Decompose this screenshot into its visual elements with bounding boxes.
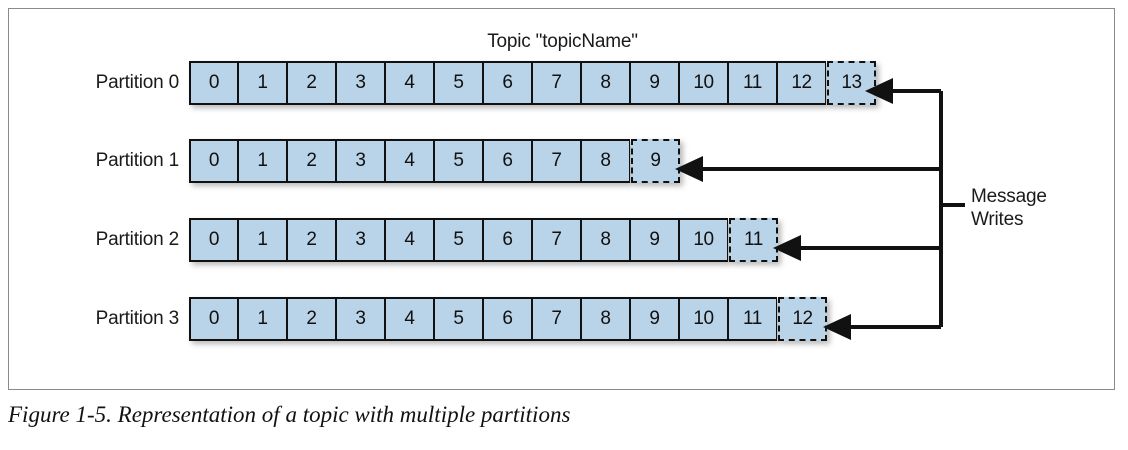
partition-3-message-cell: 4 [385,297,434,341]
partition-2-message-cell: 8 [581,218,630,262]
partition-2-message-cell: 10 [679,218,728,262]
partition-1-next-offset-cell: 9 [631,139,680,183]
arrowhead-partition-3 [823,314,851,340]
partition-3-message-cell: 6 [483,297,532,341]
partition-0-message-cell: 1 [238,61,287,105]
partition-1-message-cell: 1 [238,139,287,183]
message-writes-line-1: Message [971,186,1047,207]
partition-1-message-cell: 5 [434,139,483,183]
partition-0-message-cell: 8 [581,61,630,105]
topic-title: Topic "topicName" [487,31,638,52]
partition-2-message-cell: 2 [287,218,336,262]
partition-0-message-cell: 3 [336,61,385,105]
partition-label-holder-1: Partition 1 [9,139,180,183]
partition-1-message-cell: 6 [483,139,532,183]
partition-3-message-cell: 5 [434,297,483,341]
partition-3-message-cell: 1 [238,297,287,341]
partition-2-next-offset-cell: 11 [729,218,778,262]
partition-3-message-cell: 2 [287,297,336,341]
partition-0-message-cell: 9 [630,61,679,105]
partition-label-0: Partition 0 [95,72,180,93]
partition-3-message-cell: 11 [728,297,777,341]
partition-2-message-cell: 3 [336,218,385,262]
partition-1-message-cell: 0 [189,139,238,183]
figure-caption: Figure 1-5. Representation of a topic wi… [8,402,571,427]
partition-0-message-cell: 10 [679,61,728,105]
partition-0-message-cell: 7 [532,61,581,105]
partition-label-2: Partition 2 [95,229,180,250]
partition-3-message-cell: 9 [630,297,679,341]
partition-3-message-cell: 3 [336,297,385,341]
partition-0-message-cell: 0 [189,61,238,105]
partition-0-next-offset-cell: 13 [827,61,876,105]
partition-0-message-cell: 2 [287,61,336,105]
partition-3-message-cell: 10 [679,297,728,341]
partition-0-message-cell: 11 [728,61,777,105]
partition-2-message-cell: 6 [483,218,532,262]
partition-0-message-cell: 5 [434,61,483,105]
partition-1-message-cell: 3 [336,139,385,183]
partition-2-message-cell: 9 [630,218,679,262]
message-writes-line-2: Writes [971,209,1024,230]
partition-1-message-cell: 2 [287,139,336,183]
partition-0-message-cell: 4 [385,61,434,105]
partition-2-message-cell: 5 [434,218,483,262]
partition-1-message-cell: 8 [581,139,630,183]
message-writes-label: Message Writes [971,185,1047,231]
partition-2-message-cell: 1 [238,218,287,262]
partition-label-holder-3: Partition 3 [9,297,180,341]
partition-label-1: Partition 1 [95,150,180,171]
partition-0-message-cell: 12 [777,61,826,105]
partition-2-message-cell: 4 [385,218,434,262]
partition-label-holder-0: Partition 0 [9,61,180,105]
partition-2-message-cell: 0 [189,218,238,262]
partition-3-message-cell: 0 [189,297,238,341]
partition-3-message-cell: 8 [581,297,630,341]
partition-label-3: Partition 3 [95,308,180,329]
partition-1-message-cell: 7 [532,139,581,183]
partition-3-message-cell: 7 [532,297,581,341]
partition-2-message-cell: 7 [532,218,581,262]
partition-3-next-offset-cell: 12 [778,297,827,341]
partition-label-holder-2: Partition 2 [9,218,180,262]
partition-0-message-cell: 6 [483,61,532,105]
partition-1-message-cell: 4 [385,139,434,183]
